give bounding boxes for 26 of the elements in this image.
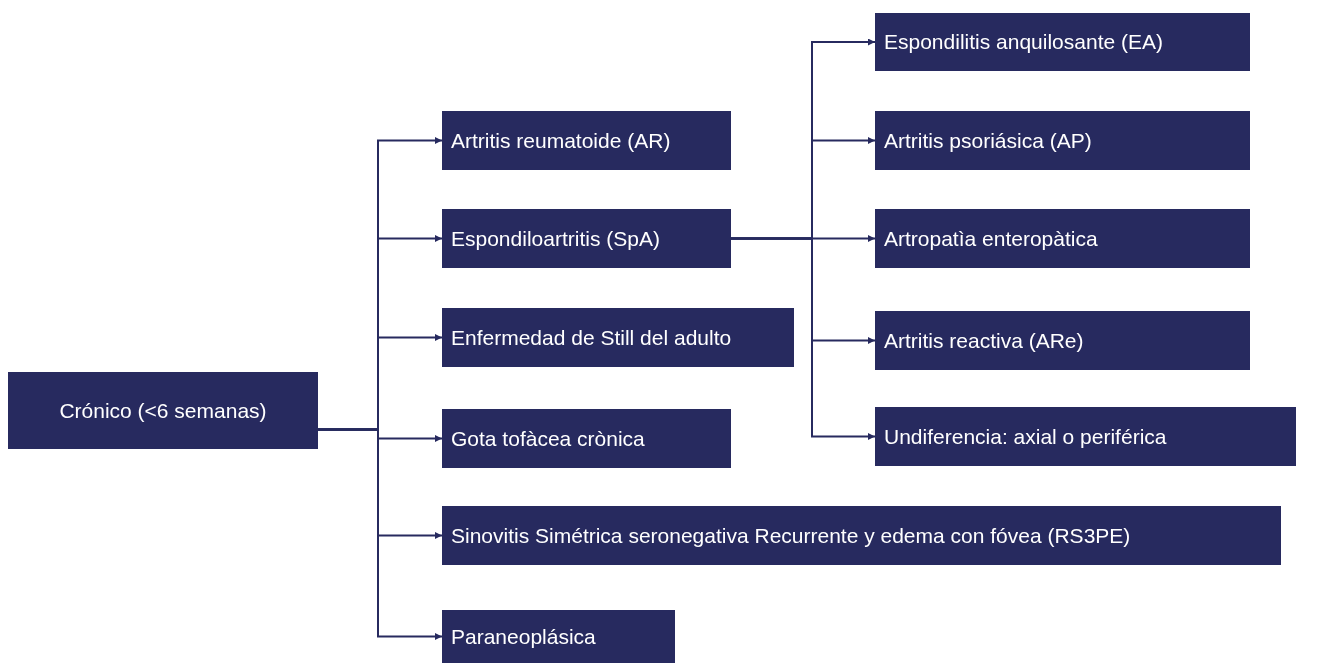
arrow	[317, 428, 443, 640]
node-label: Gota tofàcea crònica	[451, 425, 645, 452]
process-box	[875, 407, 1296, 466]
node-label: Undiferencia: axial o periférica	[884, 423, 1167, 450]
process-box	[442, 506, 1281, 565]
process-box	[875, 209, 1250, 268]
process-box	[8, 372, 318, 449]
process-box	[875, 311, 1250, 370]
process-box	[442, 111, 731, 170]
node-label: Artropatìa enteropàtica	[884, 225, 1098, 252]
arrow	[730, 237, 876, 440]
process-box	[442, 209, 731, 268]
process-box	[442, 409, 731, 468]
node-label: Espondiloartritis (SpA)	[451, 225, 660, 252]
node-label: Enfermedad de Still del adulto	[451, 324, 732, 351]
process-box	[875, 111, 1250, 170]
process-box	[442, 610, 675, 663]
node-label: Sinovitis Simétrica seronegativa Recurrente y edema con fóvea (RS3PE)	[451, 522, 1131, 549]
node-label: Artritis reactiva (ARe)	[884, 327, 1084, 354]
node-label: Crónico (<6 semanas)	[59, 397, 267, 424]
node-label: Artritis psoriásica (AP)	[884, 127, 1092, 154]
process-box	[442, 308, 794, 367]
process-box	[875, 13, 1250, 71]
node-label: Paraneoplásica	[451, 623, 596, 650]
node-label: Artritis reumatoide (AR)	[451, 127, 671, 154]
node-label: Espondilitis anquilosante (EA)	[884, 29, 1163, 56]
